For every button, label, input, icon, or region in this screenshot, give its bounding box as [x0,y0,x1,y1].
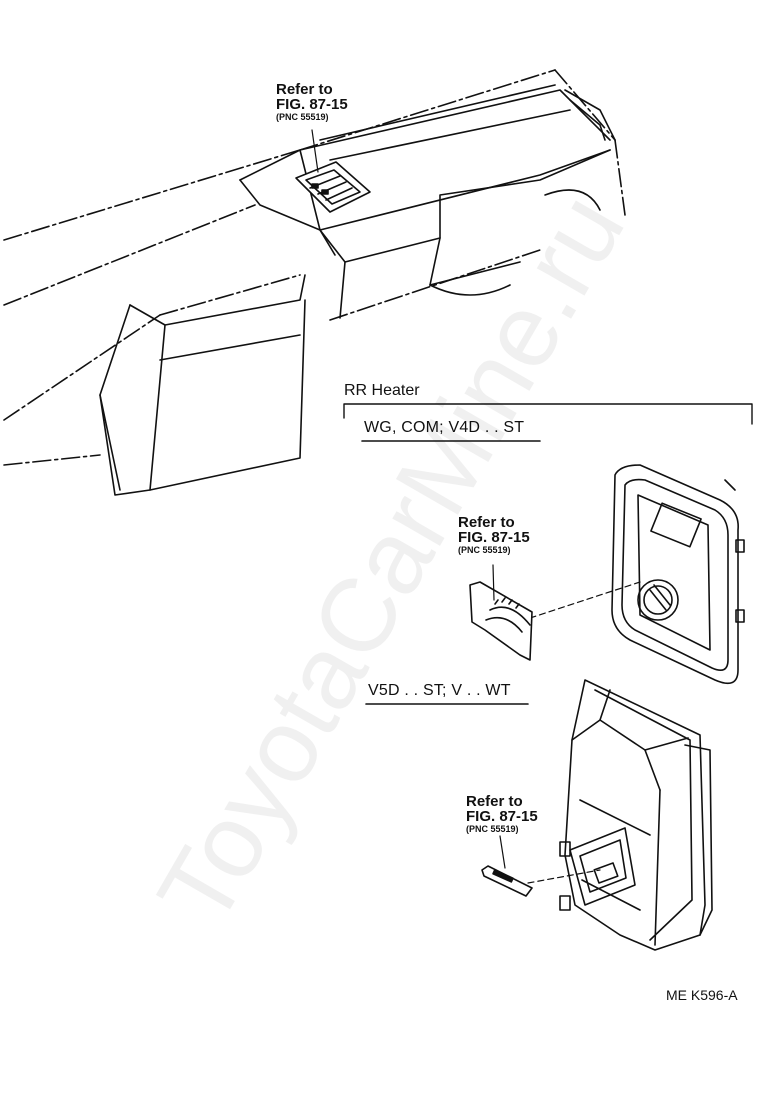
variant-second: V5D . . ST; V . . WT [368,682,511,699]
heater-control-plate-top [295,161,371,213]
instrument-panel-drawing [3,69,626,496]
callout-bottom: Refer to FIG. 87-15 (PNC 55519) [466,794,538,834]
section-title: RR Heater [344,382,420,399]
callout-middle: Refer to FIG. 87-15 (PNC 55519) [458,515,530,555]
callout-top-pnc: (PNC 55519) [276,112,329,122]
callout-top-refer: Refer to [276,81,333,98]
callout-bottom-fig: FIG. 87-15 [466,808,538,825]
callout-top-fig: FIG. 87-15 [276,96,348,113]
callout-bottom-pnc: (PNC 55519) [466,824,519,834]
callout-bottom-refer: Refer to [466,793,523,810]
rear-heater-unit [559,679,713,951]
callout-middle-fig: FIG. 87-15 [458,529,530,546]
heater-control-plate-bottom [481,865,533,897]
rear-heater-control-housing [611,464,745,685]
section-bracket [343,403,753,425]
callout-middle-refer: Refer to [458,514,515,531]
diagram-code: ME K596-A [666,987,738,1003]
variant-first: WG, COM; V4D . . ST [364,419,525,436]
heater-control-plate-middle [469,581,533,661]
callout-top: Refer to FIG. 87-15 (PNC 55519) [276,82,348,122]
callout-middle-pnc: (PNC 55519) [458,545,511,555]
